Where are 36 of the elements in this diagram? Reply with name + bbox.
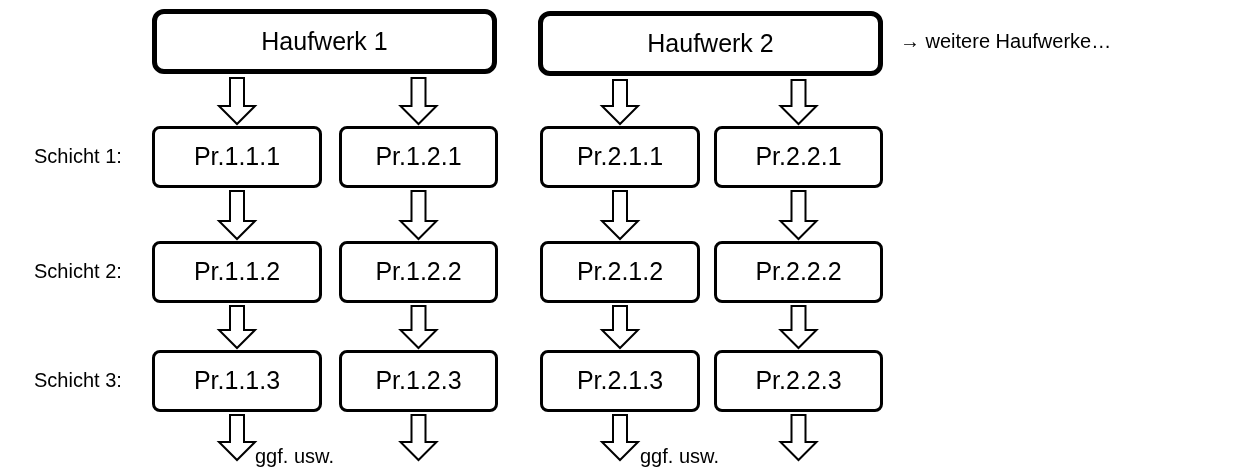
process-box: Pr.2.1.3 xyxy=(540,350,700,412)
block-arrow xyxy=(216,77,258,126)
block-arrow xyxy=(398,305,439,350)
label-text: ggf. usw. xyxy=(640,444,719,469)
block-arrow xyxy=(216,414,258,462)
process-box: Pr.1.1.2 xyxy=(152,241,322,303)
block-arrow xyxy=(778,305,819,350)
block-arrow xyxy=(599,305,641,350)
block-arrow xyxy=(599,414,641,462)
label-text: Schicht 3: xyxy=(34,368,122,393)
process-box: Pr.1.2.3 xyxy=(339,350,498,412)
block-arrow xyxy=(216,305,258,350)
process-box: Pr.2.2.1 xyxy=(714,126,883,188)
block-arrow xyxy=(398,190,439,241)
process-box: Pr.1.2.1 xyxy=(339,126,498,188)
process-box: Pr.1.1.1 xyxy=(152,126,322,188)
process-box: Pr.2.1.2 xyxy=(540,241,700,303)
process-box: Pr.1.2.2 xyxy=(339,241,498,303)
block-arrow xyxy=(398,414,439,462)
block-arrow xyxy=(778,414,819,462)
process-box: Haufwerk 2 xyxy=(538,11,883,76)
process-box: Pr.2.2.3 xyxy=(714,350,883,412)
process-box: Haufwerk 1 xyxy=(152,9,497,74)
block-arrow xyxy=(778,190,819,241)
process-box: Pr.2.1.1 xyxy=(540,126,700,188)
process-box: Pr.2.2.2 xyxy=(714,241,883,303)
process-box: Pr.1.1.3 xyxy=(152,350,322,412)
label-text: Schicht 2: xyxy=(34,259,122,284)
block-arrow xyxy=(599,190,641,241)
label-text: ggf. usw. xyxy=(255,444,334,469)
block-arrow xyxy=(599,79,641,126)
label-text: → weitere Haufwerke… xyxy=(900,29,1112,54)
block-arrow xyxy=(778,79,819,126)
block-arrow xyxy=(398,77,439,126)
label-text: Schicht 1: xyxy=(34,144,122,169)
block-arrow xyxy=(216,190,258,241)
